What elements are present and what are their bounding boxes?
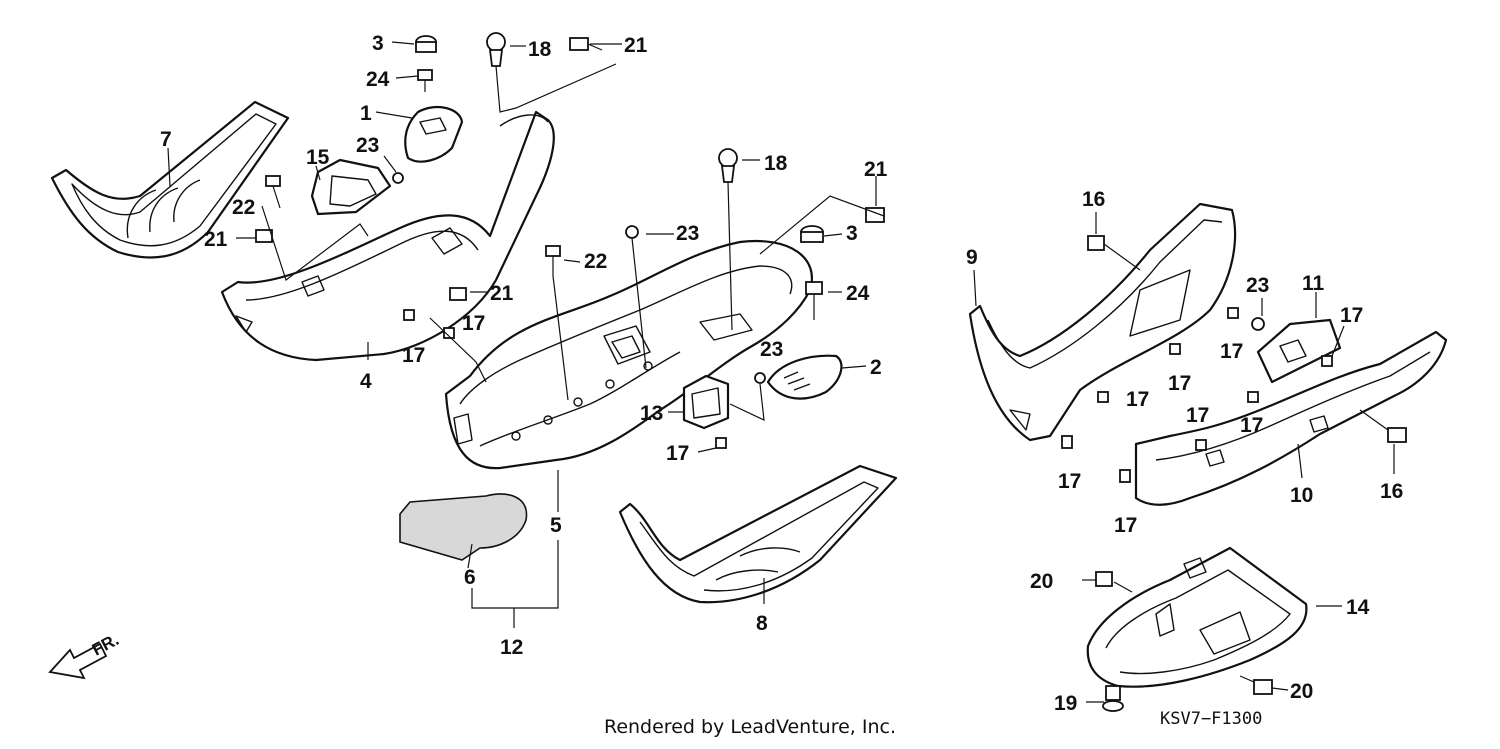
clip-17-e-icon [1097,391,1109,403]
front-arrow-icon [48,642,108,680]
clip-18-mid-icon [718,148,738,168]
callout-1: 1 [360,102,372,125]
callout-19: 19 [1054,692,1077,715]
part-6-insulator [399,493,528,561]
screw-23-mid-icon [625,225,639,239]
callout-11: 11 [1302,272,1325,295]
callout-8: 8 [756,612,768,635]
callout-20-top: 20 [1030,570,1053,593]
callout-13: 13 [640,402,663,425]
bolt-20-top-icon [1095,571,1113,587]
bolt-16-bottom-icon [1387,427,1407,443]
callout-7: 7 [160,128,172,151]
callout-17-a: 17 [402,344,425,367]
callout-22-left: 22 [232,196,255,219]
callout-17-i: 17 [1186,404,1209,427]
callout-18-mid: 18 [764,152,788,175]
callout-17-c: 17 [666,442,689,465]
callout-labels: 3 24 18 21 1 7 15 23 22 21 4 21 17 17 22… [160,32,1403,715]
callout-21-left: 21 [204,228,228,251]
clip-17-h-icon [1247,391,1259,403]
render-credit: Rendered by LeadVenture, Inc. [603,716,897,738]
callout-3-top: 3 [372,32,384,55]
fasteners [255,32,1407,712]
clip-17-j-icon [1061,435,1073,449]
part-4-left-lower-cover [220,110,555,362]
clip-17-b-icon [443,327,455,339]
part-14-lower-tray [1086,546,1308,688]
callout-16-top: 16 [1082,188,1105,211]
callout-2: 2 [870,356,882,379]
bolt-24-right-icon [805,281,823,295]
callout-10: 10 [1290,484,1313,507]
drawing-code: KSV7−F1300 [1160,709,1262,729]
front-direction-indicator: FR. [48,630,122,680]
callout-4: 4 [360,370,372,393]
callout-24-top: 24 [366,68,390,91]
clip-17-c-icon [715,437,727,449]
bolt-21-left-icon [255,229,273,243]
part-5-main-floor-panel [444,239,813,470]
bolt-21-mid-icon [449,287,467,301]
callout-17-e: 17 [1126,388,1149,411]
callout-17-k: 17 [1114,514,1137,537]
callout-21-right: 21 [864,158,888,181]
screw-23-far-right-icon [1251,317,1265,331]
callout-23-top-left: 23 [356,134,379,157]
callout-17-f: 17 [1220,340,1243,363]
nut-3-top-body [415,41,437,53]
part-2-small-cover [766,354,843,400]
callout-3-right: 3 [846,222,858,245]
part-1-top-cover [404,105,464,163]
callout-9: 9 [966,246,978,269]
grommet-19-icon [1105,685,1121,701]
callout-17-b: 17 [462,312,485,335]
callout-16-bottom: 16 [1380,480,1403,503]
clip-17-g-icon [1321,355,1333,367]
clip-17-f-icon [1227,307,1239,319]
callout-17-h: 17 [1240,414,1263,437]
callout-17-j: 17 [1058,470,1081,493]
callout-15: 15 [306,146,330,169]
callout-18-top: 18 [528,38,552,61]
bolt-21-top-icon [569,37,589,51]
callout-22-mid: 22 [584,250,607,273]
callout-17-d: 17 [1168,372,1191,395]
callout-5: 5 [550,514,562,537]
bolt-16-top-icon [1087,235,1105,251]
callout-21-mid: 21 [490,282,514,305]
callout-14: 14 [1346,596,1370,619]
clip-17-i-icon [1195,439,1207,451]
nut-3-right-body [800,231,824,243]
clip-17-a-icon [403,309,415,321]
bolt-22-left-icon [265,175,281,187]
part-15-bracket [310,158,392,216]
clip-17-d-icon [1169,343,1181,355]
bolt-24-top-icon [417,69,433,81]
screw-23-right-icon [754,372,766,384]
clip-17-k-icon [1119,469,1131,483]
callout-6: 6 [464,566,476,589]
part-10-right-lower-cover [1134,330,1448,506]
part-11-bracket [1256,318,1342,384]
callout-12: 12 [500,636,523,659]
bolt-22-mid-icon [545,245,561,257]
part-13-bracket [682,374,730,430]
callout-23-right: 23 [760,338,783,361]
callout-24-right: 24 [846,282,870,305]
callout-23-mid: 23 [676,222,699,245]
callout-21-top: 21 [624,34,648,57]
part-8-floor-step-right [618,464,898,604]
callout-20-bottom: 20 [1290,680,1313,703]
screw-23-left-icon [392,172,404,184]
bolt-20-bottom-icon [1253,679,1273,695]
part-9-right-upper-cover [968,202,1237,442]
callout-17-g: 17 [1340,304,1363,327]
callout-23-far-right: 23 [1246,274,1269,297]
leader-lines [167,41,1395,703]
clip-18-top-icon [486,32,506,52]
